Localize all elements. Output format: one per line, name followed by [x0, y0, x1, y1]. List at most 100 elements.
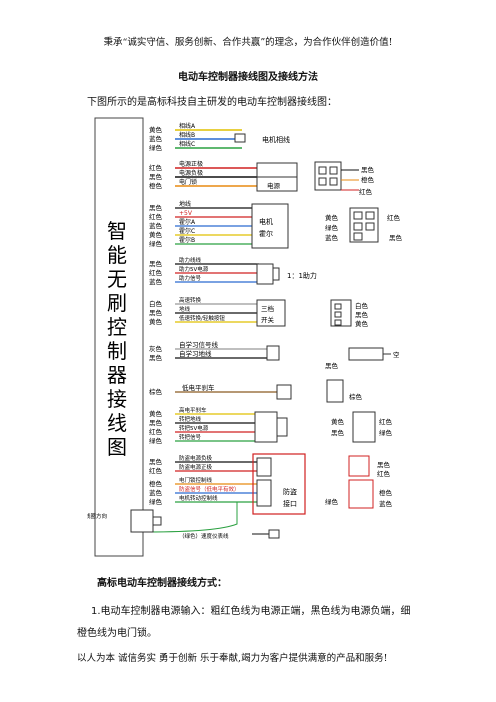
svg-text:黑色: 黑色 [361, 165, 375, 174]
svg-text:绿色: 绿色 [149, 497, 163, 506]
controller-label-char: 无 [107, 267, 127, 291]
svg-text:绿色: 绿色 [379, 428, 393, 437]
svg-text:红色: 红色 [379, 417, 393, 426]
svg-text:电门锁: 电门锁 [179, 178, 197, 186]
svg-text:黑色: 黑色 [149, 203, 163, 212]
svg-text:黑色: 黑色 [389, 233, 403, 242]
svg-text:绿色: 绿色 [325, 223, 339, 232]
svg-text:黑色: 黑色 [149, 457, 163, 466]
page-header: 秉承“诚实守信、服务创新、合作共赢”的理念，为合作伙伴创造价值! [103, 37, 393, 48]
svg-text:红色: 红色 [149, 268, 163, 277]
svg-text:霍尔: 霍尔 [259, 229, 273, 238]
svg-text:蓝色: 蓝色 [149, 221, 163, 230]
svg-text:相线B: 相线B [179, 131, 195, 139]
svg-text:转把5V电源: 转把5V电源 [179, 424, 209, 432]
svg-text:橙色: 橙色 [379, 488, 393, 497]
svg-text:防盗电源负极: 防盗电源负极 [179, 454, 213, 462]
svg-text:电源负极: 电源负极 [179, 169, 203, 177]
svg-text:黄色: 黄色 [149, 317, 163, 326]
svg-text:蓝色: 蓝色 [149, 134, 163, 143]
svg-text:线圈方向: 线圈方向 [87, 512, 107, 520]
svg-text:霍尔B: 霍尔B [179, 236, 195, 244]
svg-text:转把信号: 转把信号 [179, 433, 202, 441]
svg-text:电门锁控制线: 电门锁控制线 [179, 476, 213, 484]
svg-text:电源正极: 电源正极 [179, 160, 203, 168]
throttle-group: 黄色 黑色 红色 绿色 高电平刹车 转把地线 转把5V电源 转把信号 黄色 黑色… [149, 406, 393, 445]
svg-text:自学习信号线: 自学习信号线 [179, 340, 219, 349]
svg-text:橙色: 橙色 [149, 479, 163, 488]
svg-text:地线: 地线 [179, 200, 191, 208]
controller-label-char: 制 [107, 339, 127, 363]
intro-text: 下图所示的是高标科技自主研发的电动车控制器接线图： [87, 97, 337, 108]
svg-text:高速转换: 高速转换 [179, 296, 202, 304]
svg-text:红色: 红色 [149, 163, 163, 172]
svg-text:防盗电源正极: 防盗电源正极 [179, 463, 213, 471]
svg-text:空: 空 [393, 350, 400, 359]
svg-text:黑色: 黑色 [149, 172, 163, 181]
svg-text:橙色: 橙色 [149, 181, 163, 190]
controller-label-char: 刷 [107, 291, 127, 315]
svg-text:灰色: 灰色 [149, 344, 163, 353]
controller-label-char: 线 [107, 411, 127, 435]
phase-lines-group: 黄色 蓝色 绿色 相线A 相线B 相线C 电机相线 [149, 122, 290, 152]
wiring-diagram: 智能无刷控制器接线图 黄色 蓝色 绿色 相线A 相线B 相线C 电机相线 红色 … [85, 112, 420, 562]
svg-text:助力5V电源: 助力5V电源 [179, 265, 209, 273]
svg-text:地线: 地线 [179, 305, 191, 313]
svg-text:（绿色）速度仪表线: （绿色）速度仪表线 [179, 532, 229, 540]
controller-label-char: 控 [107, 315, 127, 339]
svg-text:黄色: 黄色 [149, 409, 163, 418]
svg-text:低电平刹车: 低电平刹车 [182, 383, 215, 392]
svg-text:绿色: 绿色 [149, 239, 163, 248]
svg-text:橙色: 橙色 [361, 175, 375, 184]
controller-label-char: 智 [107, 219, 127, 243]
svg-text:助力线线: 助力线线 [179, 256, 202, 264]
svg-text:自学习地线: 自学习地线 [179, 349, 212, 358]
svg-text:+5V: +5V [179, 210, 193, 217]
svg-text:黑色: 黑色 [377, 460, 391, 469]
svg-text:红色: 红色 [377, 469, 391, 478]
svg-text:蓝色: 蓝色 [149, 488, 163, 497]
motor-hall-group: 黑色 红色 蓝色 黄色 绿色 地线 +5V 霍尔A 霍尔C 霍尔B 电机 霍尔 … [149, 200, 403, 249]
svg-text:蓝色: 蓝色 [325, 233, 339, 242]
self-learn-group: 灰色 黑色 自学习信号线 自学习地线 空 黑色 [149, 340, 400, 370]
svg-text:绿色: 绿色 [325, 497, 339, 506]
svg-text:电机转动控制线: 电机转动控制线 [179, 494, 218, 502]
svg-text:棕色: 棕色 [349, 392, 363, 401]
svg-text:黄色: 黄色 [331, 417, 345, 426]
low-brake-group: 棕色 低电平刹车 棕色 [149, 379, 363, 403]
svg-text:黑色: 黑色 [149, 308, 163, 317]
svg-text:接口: 接口 [283, 499, 297, 508]
svg-text:红色: 红色 [149, 466, 163, 475]
svg-text:黑色: 黑色 [149, 259, 163, 268]
svg-text:黑色: 黑色 [149, 418, 163, 427]
svg-text:黑色: 黑色 [355, 310, 369, 319]
speedo-group: （绿色）速度仪表线 线圈方向 [85, 502, 280, 540]
svg-text:黄色: 黄色 [149, 230, 163, 239]
svg-text:黄色: 黄色 [325, 213, 339, 222]
svg-text:白色: 白色 [149, 299, 163, 308]
svg-text:三档: 三档 [261, 304, 274, 313]
svg-text:高电平刹车: 高电平刹车 [179, 406, 207, 414]
svg-text:黄色: 黄色 [355, 319, 369, 328]
svg-text:电机: 电机 [259, 217, 273, 226]
svg-text:电源: 电源 [267, 181, 281, 190]
svg-text:霍尔A: 霍尔A [179, 218, 196, 226]
svg-text:1：1助力: 1：1助力 [287, 271, 317, 280]
assist-group: 黑色 红色 蓝色 助力线线 助力5V电源 助力信号 1：1助力 [149, 256, 317, 286]
svg-text:助力信号: 助力信号 [179, 274, 202, 282]
subheading: 高标电动车控制器接线方式： [97, 578, 227, 589]
svg-text:相线A: 相线A [179, 122, 196, 130]
controller-label-char: 图 [107, 435, 127, 459]
svg-text:绿色: 绿色 [149, 436, 163, 445]
svg-text:红色: 红色 [149, 427, 163, 436]
svg-text:白色: 白色 [355, 301, 369, 310]
svg-text:霍尔C: 霍尔C [179, 227, 195, 235]
svg-text:蓝色: 蓝色 [379, 499, 393, 508]
svg-text:黑色: 黑色 [331, 428, 345, 437]
controller-label-char: 能 [107, 243, 127, 267]
svg-text:电机相线: 电机相线 [262, 135, 290, 144]
svg-text:防盗信号（低电平有效）: 防盗信号（低电平有效） [179, 485, 240, 493]
svg-text:黑色: 黑色 [325, 361, 339, 370]
svg-text:黑色: 黑色 [149, 353, 163, 362]
